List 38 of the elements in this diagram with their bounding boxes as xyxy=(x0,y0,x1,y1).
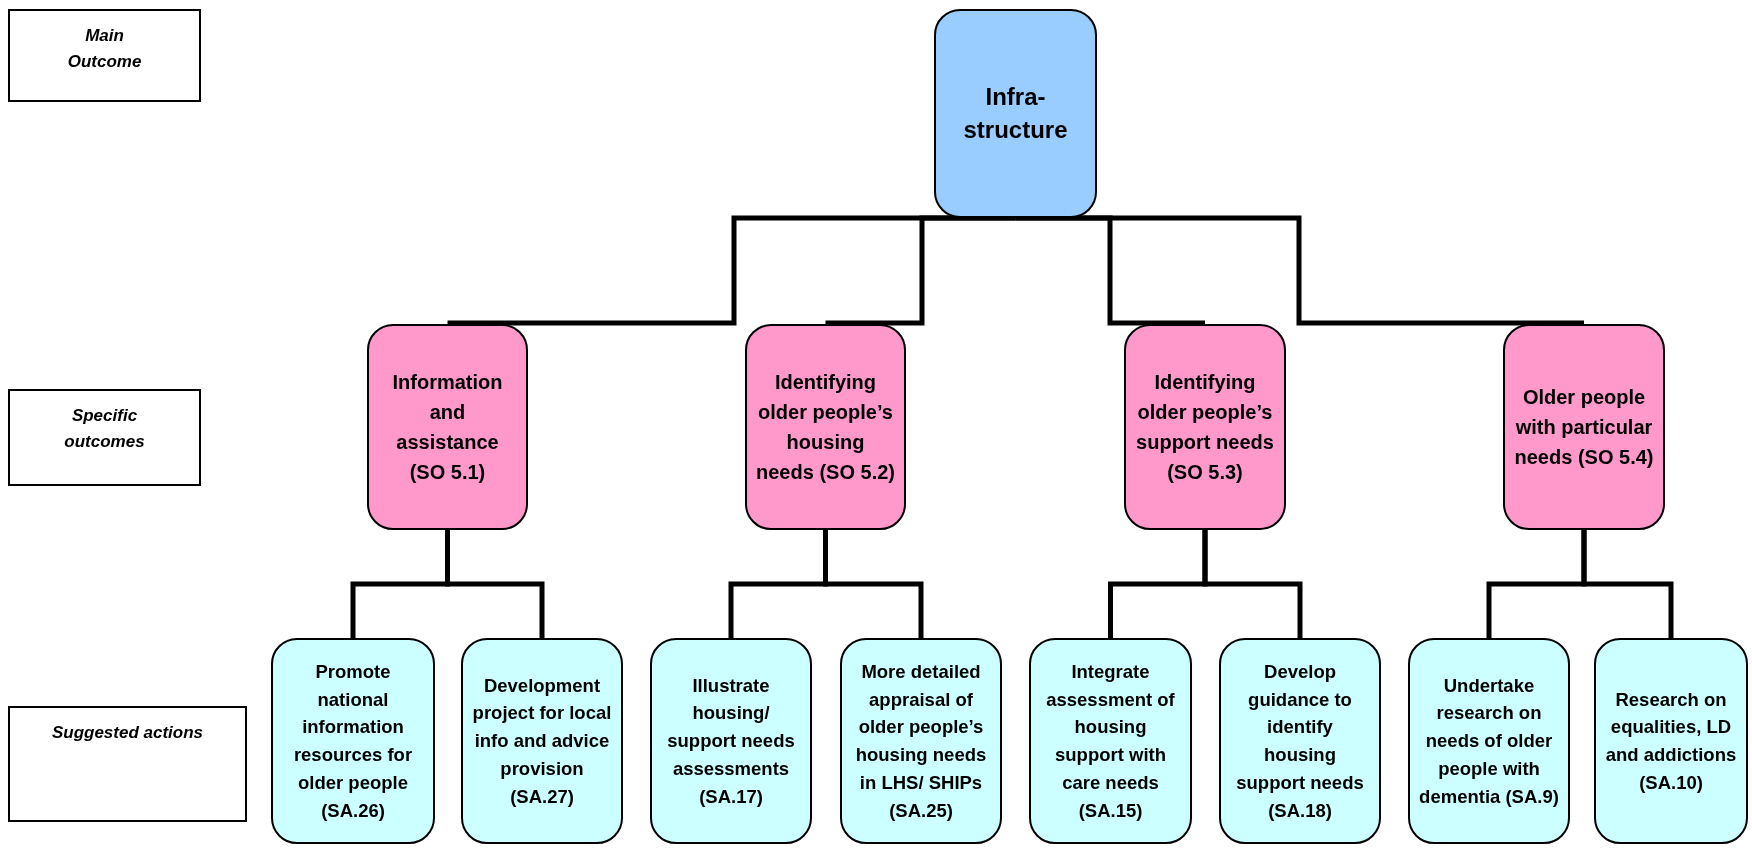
box-text: Specific outcomes xyxy=(63,405,146,453)
action-box xyxy=(840,638,1002,844)
box-text: Develop guidance to identify housing support needs (SA.18) xyxy=(1235,659,1365,823)
level-label-box xyxy=(8,706,247,822)
box-text: Integrate assessment of housing support with care needs (SA.15) xyxy=(1045,659,1176,823)
specific-outcome-box xyxy=(745,324,906,530)
box-text: Information and assistance (SO 5.1) xyxy=(391,370,504,485)
action-box xyxy=(461,638,623,844)
level-label-box xyxy=(8,9,201,102)
box-text: Main Outcome xyxy=(66,25,143,73)
action-box xyxy=(1594,638,1748,844)
connector-line xyxy=(445,530,545,638)
connector-line xyxy=(1581,530,1674,638)
connector-line xyxy=(1013,215,1584,326)
action-box xyxy=(1029,638,1192,844)
specific-outcome-box xyxy=(367,324,528,530)
box-text: Undertake research on needs of older people with dementia (SA.9) xyxy=(1418,673,1560,809)
specific-outcome-box xyxy=(1503,324,1665,530)
box-text: Illustrate housing/ support needs assessments (SA.17) xyxy=(666,673,796,809)
box-text: Infra-structure xyxy=(962,82,1069,145)
action-box xyxy=(1219,638,1381,844)
connector-line xyxy=(823,530,924,638)
level-label-box xyxy=(8,389,201,486)
connector-line xyxy=(1202,530,1303,638)
box-text: Suggested actions xyxy=(51,722,204,744)
box-text: Research on equalities, LD and addictions (SA.10) xyxy=(1604,687,1738,795)
action-box xyxy=(271,638,435,844)
specific-outcome-box xyxy=(1124,324,1286,530)
box-text: Identifying older people’s housing needs (SO 5.2) xyxy=(755,370,896,485)
action-box xyxy=(650,638,812,844)
box-text: Promote national information resources for older people (SA.26) xyxy=(292,659,414,823)
box-text: More detailed appraisal of older people’s housing needs in LHS/ SHIPs (SA.25) xyxy=(854,659,988,823)
box-text: Development project for local info and advice provision (SA.27) xyxy=(471,673,613,809)
box-text: Identifying older people’s support needs (SO 5.3) xyxy=(1135,370,1275,485)
main-outcome-box xyxy=(934,9,1097,218)
action-box xyxy=(1408,638,1570,844)
connector-line xyxy=(825,215,1018,326)
box-text: Older people with particular needs (SO 5.4) xyxy=(1513,385,1655,470)
